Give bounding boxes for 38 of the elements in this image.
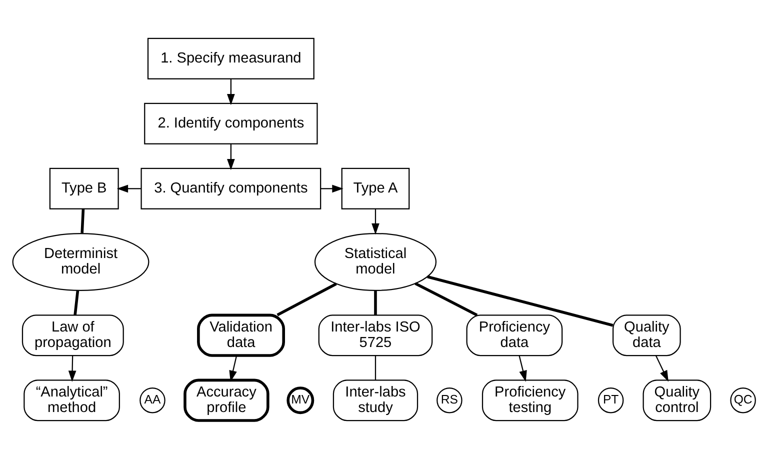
arrow <box>372 208 380 234</box>
arrow <box>116 184 141 192</box>
node-ellipse: Determinist model <box>12 232 150 291</box>
node-box: Accuracy profile <box>184 378 270 422</box>
node-box: Validation data <box>197 313 285 356</box>
connector <box>374 290 377 315</box>
connector <box>374 355 376 380</box>
node-ellipse: Statistical model <box>314 232 437 291</box>
node-box: Type B <box>49 167 119 209</box>
node-box: Inter-labs ISO 5725 <box>318 314 433 356</box>
node-box: Inter-labs study <box>332 379 418 421</box>
arrow <box>320 184 344 192</box>
node-box: 3. Quantify components <box>140 167 322 209</box>
arrow <box>229 355 238 382</box>
node-box: Proficiency testing <box>482 379 578 421</box>
connector <box>74 290 80 315</box>
node-box: 2. Identify components <box>144 102 318 144</box>
connector <box>80 208 85 232</box>
connector <box>276 282 337 316</box>
arrow <box>68 355 76 382</box>
node-box: 1. Specify measurand <box>147 37 314 79</box>
node-box: Quality data <box>612 314 681 356</box>
node-circle: MV <box>286 386 314 414</box>
node-box: Proficiency data <box>466 314 563 356</box>
connector <box>414 282 478 316</box>
arrow <box>518 355 527 382</box>
node-circle: RS <box>436 386 462 413</box>
node-circle: PT <box>598 386 624 413</box>
connector <box>427 274 614 326</box>
node-circle: AA <box>140 386 166 413</box>
arrow <box>227 78 235 105</box>
node-box: Type A <box>341 167 410 209</box>
arrow <box>655 354 668 382</box>
node-box: “Analytical” method <box>24 379 120 421</box>
node-circle: QC <box>730 386 756 413</box>
node-box: Quality control <box>642 379 712 421</box>
node-box: Law of propagation <box>22 314 124 356</box>
arrow <box>227 143 235 170</box>
